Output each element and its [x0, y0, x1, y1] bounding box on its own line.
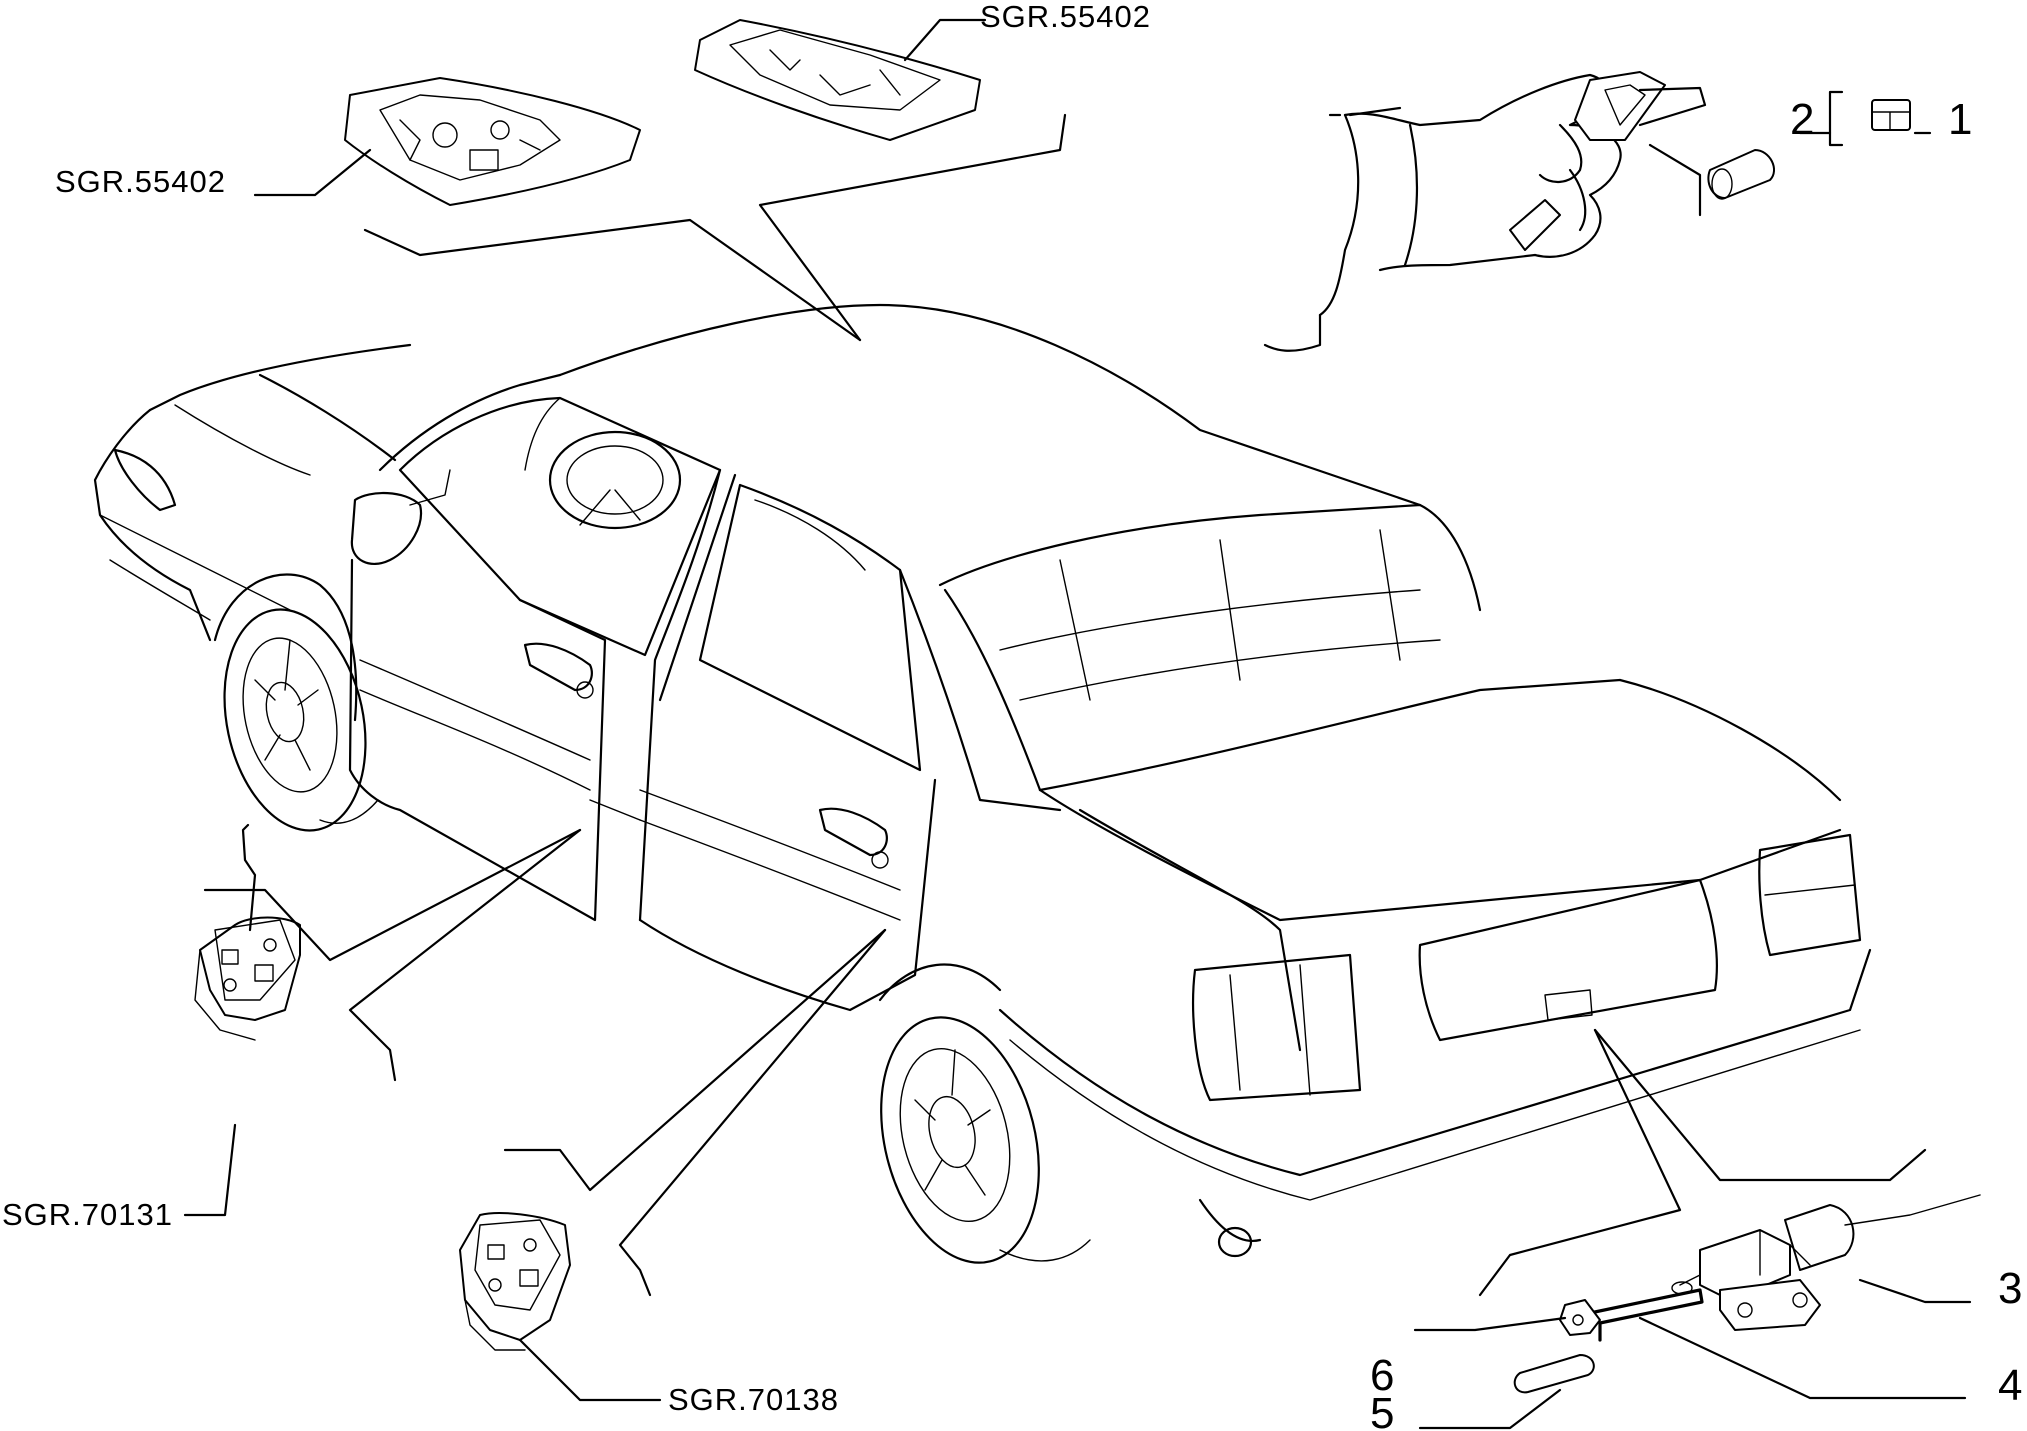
key-shell-icon: [1871, 99, 1911, 131]
label-interior-light-right: SGR.55402: [980, 0, 1151, 34]
leader-lines: [183, 18, 1972, 1430]
part-number-4: 4: [1998, 1361, 2022, 1410]
rear-door-lock: [459, 1212, 571, 1351]
label-interior-light-left: SGR.55402: [55, 164, 226, 199]
trunk-lock-clip: [1559, 1299, 1601, 1336]
side-mirror: [350, 469, 451, 565]
trunk-lock-rod: [1588, 1288, 1704, 1342]
part-number-2: 2: [1790, 95, 1814, 144]
trunk-lock-link: [1513, 1354, 1595, 1394]
key-battery-parts: [1638, 86, 1911, 217]
rear-wheel: [878, 963, 1091, 1264]
part-number-1: 1: [1948, 95, 1972, 144]
tail-light-left: [1192, 953, 1362, 1102]
front-wheel: [223, 608, 379, 832]
tail-light-right: [1758, 833, 1862, 957]
part-number-5: 5: [1370, 1389, 1394, 1431]
part-number-3: 3: [1998, 1264, 2022, 1313]
battery-part: [1707, 149, 1775, 200]
front-door-lock: [194, 823, 301, 1041]
interior-light-left: [344, 77, 641, 206]
hand-with-key-illustration: [1263, 71, 1666, 352]
trunk-lock-actuator: [1671, 1194, 1981, 1331]
label-rear-door-lock: SGR.70138: [668, 1382, 839, 1417]
label-front-door-lock: SGR.70131: [2, 1197, 173, 1232]
interior-light-right: [694, 19, 981, 141]
part-number-6: 6: [1370, 1351, 1394, 1400]
car-illustration: [93, 303, 1872, 1264]
